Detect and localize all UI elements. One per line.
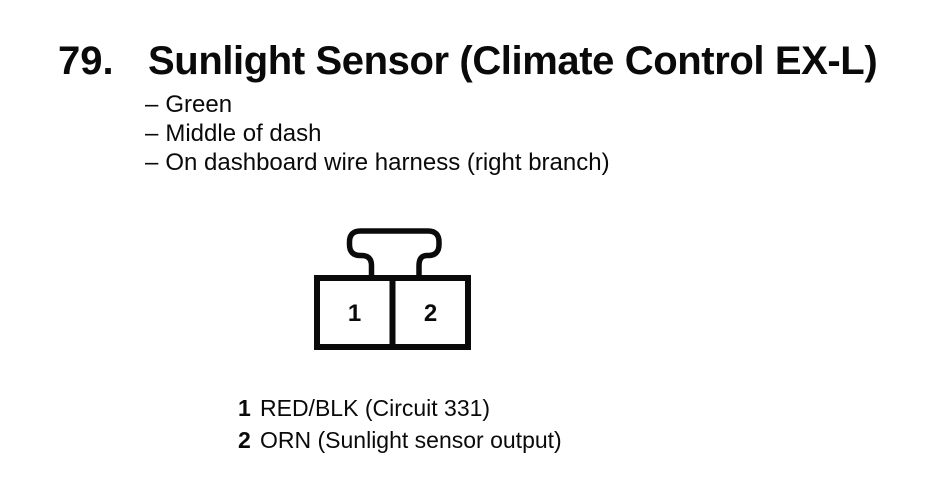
legend-row-pin2: 2 ORN (Sunlight sensor output) (238, 425, 562, 457)
notes-list: –Green –Middle of dash –On dashboard wir… (145, 90, 610, 177)
note-text: Green (165, 91, 233, 118)
bullet-dash: – (145, 91, 159, 118)
note-item-color: –Green (145, 90, 610, 119)
note-text: Middle of dash (165, 120, 322, 147)
legend-pin-number: 2 (238, 426, 251, 453)
note-item-harness: –On dashboard wire harness (right branch… (145, 148, 610, 177)
legend-wire-description: ORN (Sunlight sensor output) (260, 426, 562, 453)
item-number: 79. (58, 39, 114, 83)
legend-wire-description: RED/BLK (Circuit 331) (260, 395, 491, 421)
connector-diagram: 1 2 (314, 228, 471, 350)
bullet-dash: – (145, 120, 159, 147)
heading-row: 79. Sunlight Sensor (Climate Control EX-… (58, 39, 878, 83)
page-title: Sunlight Sensor (Climate Control EX-L) (148, 39, 878, 83)
cavity-2-label: 2 (424, 300, 437, 327)
legend-pin-number: 1 (238, 395, 251, 421)
note-text: On dashboard wire harness (right branch) (165, 149, 610, 176)
bullet-dash: – (145, 149, 159, 176)
cavity-1-label: 1 (348, 300, 361, 327)
legend-row-pin1: 1 RED/BLK (Circuit 331) (238, 393, 562, 425)
wire-legend: 1 RED/BLK (Circuit 331) 2 ORN (Sunlight … (238, 393, 562, 456)
connector-lock-tab-icon (346, 228, 442, 279)
note-item-location: –Middle of dash (145, 119, 610, 148)
